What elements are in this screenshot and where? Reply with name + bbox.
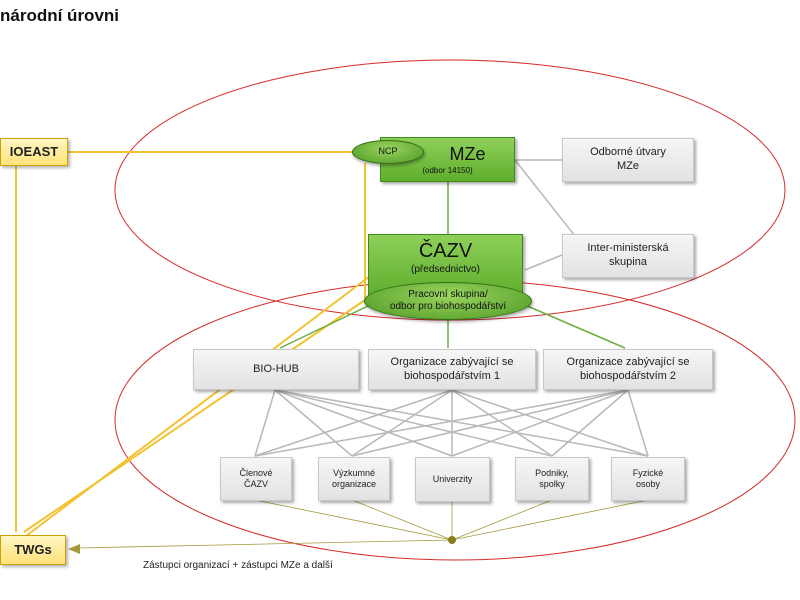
ncp-pill[interactable]: NCP [352, 140, 424, 164]
univerzity-box[interactable]: Univerzity [415, 457, 490, 502]
junction-dot [448, 536, 456, 544]
organizace-2-label: Organizace zabývající se biohospodářství… [566, 355, 690, 382]
podniky-spolky-label: Podniky, spolky [535, 467, 569, 489]
cazv-title: ČAZV [418, 240, 473, 262]
clenove-cazv-label: Členové ČAZV [239, 467, 273, 489]
green-connectors [279, 182, 626, 349]
fyzicke-osoby-label: Fyzické osoby [632, 467, 664, 489]
arrow-head-icon [68, 544, 80, 554]
podniky-spolky-box[interactable]: Podniky, spolky [515, 457, 589, 501]
organizace-1-box[interactable]: Organizace zabývající se biohospodářství… [368, 349, 536, 390]
pracovni-skupina-pill[interactable]: Pracovní skupina/ odbor pro biohospodářs… [364, 282, 532, 320]
ncp-label: NCP [378, 146, 398, 157]
footer-caption: Zástupci organizací + zástupci MZe a dal… [143, 560, 333, 571]
twgs-box[interactable]: TWGs [0, 535, 66, 565]
bioeast-box[interactable]: IOEAST [0, 138, 68, 166]
inter-ministerska-box[interactable]: Inter-ministerská skupina [562, 234, 694, 278]
twgs-label: TWGs [14, 541, 52, 557]
univerzity-label: Univerzity [432, 473, 473, 484]
mze-title: MZe [449, 144, 486, 165]
biohub-box[interactable]: BIO-HUB [193, 349, 359, 390]
fyzicke-osoby-box[interactable]: Fyzické osoby [611, 457, 685, 501]
gold-connectors [15, 151, 379, 537]
organizace-2-box[interactable]: Organizace zabývající se biohospodářství… [543, 349, 713, 390]
bioeast-label: IOEAST [9, 143, 59, 159]
upper-ellipse [114, 59, 786, 321]
odborne-utvary-box[interactable]: Odborné útvary MZe [562, 138, 694, 182]
odborne-utvary-label: Odborné útvary MZe [590, 146, 666, 172]
olive-connectors [77, 499, 649, 549]
organizace-1-label: Organizace zabývající se biohospodářství… [390, 355, 514, 382]
biohub-label: BIO-HUB [253, 362, 299, 375]
vyzkumne-organizace-box[interactable]: Výzkumné organizace [318, 457, 390, 501]
clenove-cazv-box[interactable]: Členové ČAZV [220, 457, 292, 501]
mze-subtitle: (odbor 14150) [422, 165, 473, 175]
cazv-subtitle: (předsednictvo) [411, 264, 480, 275]
vyzkumne-organizace-label: Výzkumné organizace [331, 467, 377, 489]
grey-connectors-lower [254, 389, 649, 457]
page-title: národní úrovni [0, 6, 119, 25]
inter-ministerska-label: Inter-ministerská skupina [587, 242, 669, 268]
pracovni-skupina-label: Pracovní skupina/ odbor pro biohospodářs… [389, 288, 507, 313]
